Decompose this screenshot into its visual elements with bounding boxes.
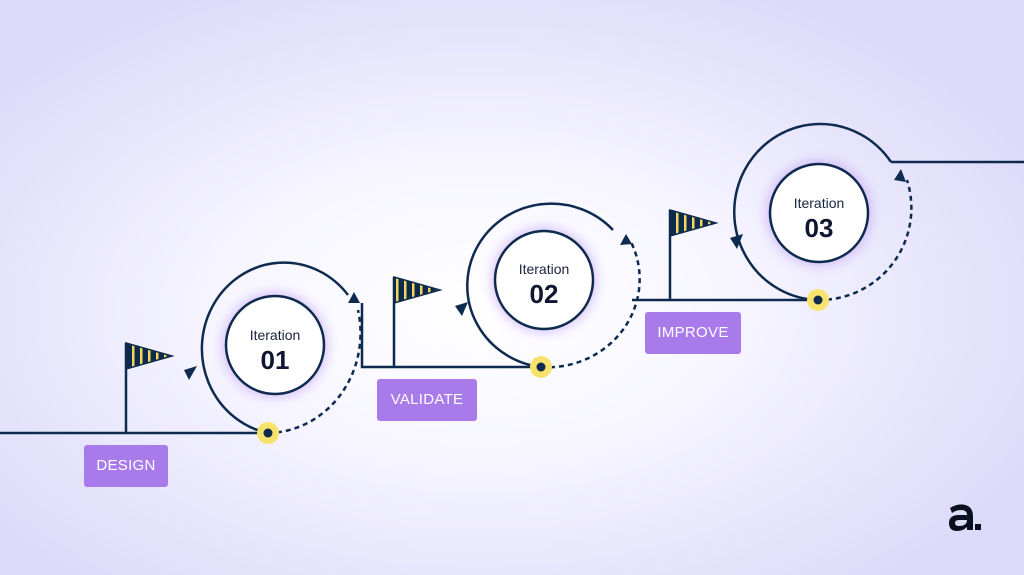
flag-icon (124, 342, 175, 433)
iteration-label: Iteration (519, 261, 570, 277)
arrowhead-icon (348, 292, 360, 303)
arrowhead-icon (730, 234, 743, 249)
arrowhead-icon (620, 234, 632, 245)
iteration-number: 01 (261, 345, 290, 375)
iteration-node-3: Iteration 03 (767, 161, 871, 265)
brand-logo-icon (949, 504, 981, 531)
iteration-loop-2 (455, 202, 641, 378)
arrowhead-icon (184, 366, 197, 380)
arrowhead-icon (455, 302, 468, 316)
arrowhead-icon (894, 169, 906, 182)
iteration-node-2: Iteration 02 (492, 228, 596, 332)
progress-path (0, 160, 1024, 435)
iteration-label: Iteration (794, 195, 845, 211)
iteration-loop-3 (730, 122, 913, 311)
stage-tag-design: DESIGN (84, 445, 168, 487)
iteration-number: 02 (530, 279, 559, 309)
flag-icon (392, 276, 443, 367)
flag-icon (668, 209, 719, 300)
iteration-loop-1 (184, 261, 362, 444)
stage-tag-improve: IMPROVE (645, 312, 741, 354)
iteration-node-1: Iteration 01 (223, 293, 327, 397)
stage-tag-validate: VALIDATE (377, 379, 477, 421)
iteration-number: 03 (805, 213, 834, 243)
iteration-label: Iteration (250, 327, 301, 343)
